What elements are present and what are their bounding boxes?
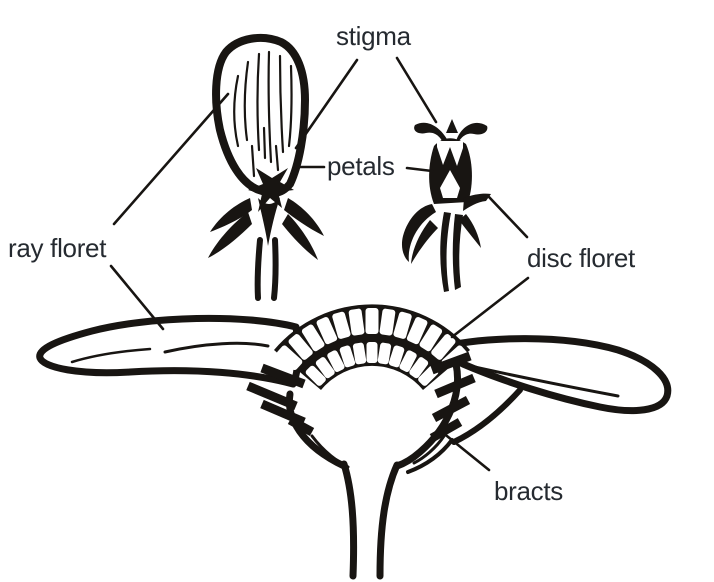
stem [340, 460, 401, 580]
stigma-leader-right [395, 56, 438, 124]
disc-stalk [440, 212, 463, 292]
bracts-leader [440, 430, 491, 472]
label-petals: petals [327, 151, 395, 181]
disc-stigma-curls [414, 119, 488, 145]
disc-floret-leader-up [487, 195, 529, 239]
label-stigma: stigma [336, 21, 411, 51]
head-right-ray-petal [428, 335, 672, 415]
ray-floret-leader-up [112, 92, 230, 226]
petals-leader-right [405, 166, 434, 173]
ray-floret-leader-down [109, 264, 165, 331]
disc-floret-drawing [401, 119, 491, 292]
label-ray-floret: ray floret [8, 233, 107, 263]
ray-stigma-mark [248, 168, 294, 212]
leader-lines [109, 56, 530, 472]
ray-floret-drawing [208, 33, 324, 301]
ray-stalk [254, 237, 279, 301]
disc-floret-cells-inner [305, 342, 439, 386]
disc-floret-leader-down [450, 276, 530, 339]
flower-head-drawing [36, 304, 672, 580]
disc-bracts [401, 193, 491, 264]
stigma-leader-left [294, 58, 359, 150]
label-disc-floret: disc floret [527, 243, 635, 273]
label-bracts: bracts [494, 476, 564, 506]
ray-calyx [208, 198, 324, 260]
ray-petal-striations [233, 50, 293, 178]
